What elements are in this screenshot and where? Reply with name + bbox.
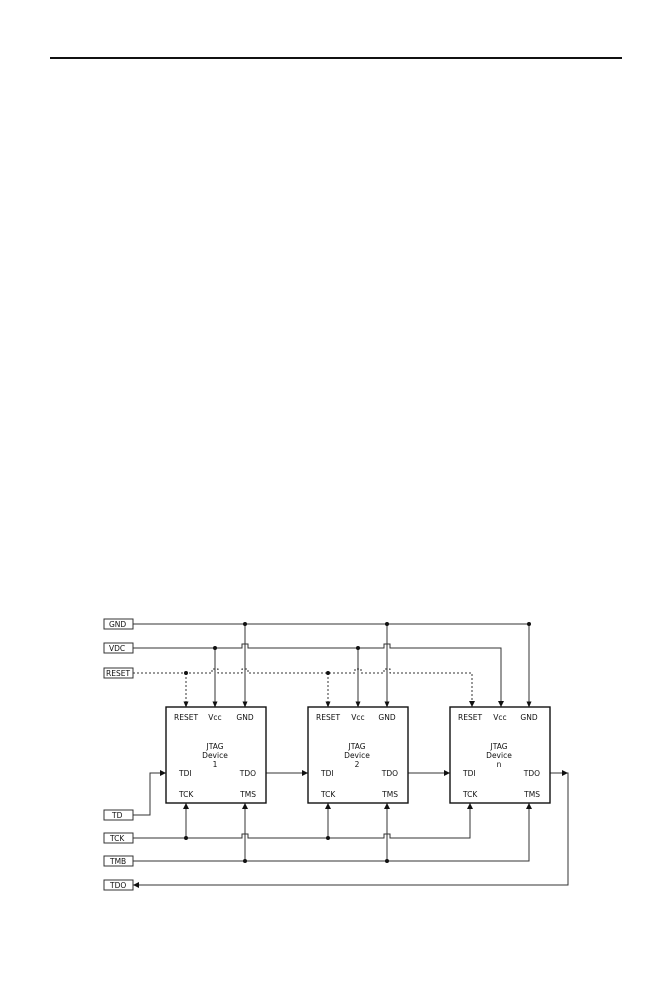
device-title-line2: Device [486,751,512,760]
svg-text:VDC: VDC [109,644,125,653]
pin-tdo: TDO [381,769,398,778]
junction-dot [326,671,330,675]
signal-tag-gnd: GND [103,618,134,630]
pin-tms: TMS [239,790,256,799]
junction-dot [527,622,531,626]
junction-dot [184,836,188,840]
svg-text:GND: GND [109,620,126,629]
junction-dot [213,646,217,650]
junction-dot [243,622,247,626]
signal-tag-vdc: VDC [103,642,134,654]
pin-tck: TCK [462,790,478,799]
pin-gnd: GND [378,713,395,722]
jtag-device-2: RESET Vcc GND JTAG Device 2 TDI TDO TCK … [307,706,409,804]
chain-wires [133,770,569,888]
device-number: 2 [355,760,360,769]
signal-tag-tck: TCK [103,832,134,844]
pin-reset: RESET [316,713,340,722]
junction-dot [184,671,188,675]
signal-tag-td: TD [103,809,134,821]
pin-tdi: TDI [462,769,476,778]
gnd-bus [133,622,532,708]
junction-dot [385,622,389,626]
reset-bus [133,668,475,708]
pin-tdi: TDI [320,769,334,778]
device-title-line1: JTAG [489,742,507,751]
svg-text:TMB: TMB [109,857,126,866]
device-title-line1: JTAG [205,742,223,751]
device-number: 1 [213,760,218,769]
pin-tms: TMS [381,790,398,799]
junction-dot [356,646,360,650]
device-title-line1: JTAG [347,742,365,751]
junction-dot [243,859,247,863]
pin-gnd: GND [520,713,537,722]
pin-reset: RESET [174,713,198,722]
pin-vcc: Vcc [493,713,506,722]
pin-tdo: TDO [239,769,256,778]
junction-dot [385,859,389,863]
svg-text:TCK: TCK [109,834,125,843]
signal-tag-tmb: TMB [103,855,134,867]
pin-tdo: TDO [523,769,540,778]
device-title-line2: Device [344,751,370,760]
tck-bus [133,803,473,840]
signal-tag-reset: RESET [103,667,134,679]
tmb-bus [133,803,532,863]
jtag-device-1: RESET Vcc GND JTAG Device 1 TDI TDO TCK … [165,706,267,804]
pin-tms: TMS [523,790,540,799]
svg-text:RESET: RESET [106,669,130,678]
pin-tdi: TDI [178,769,192,778]
pin-tck: TCK [320,790,336,799]
pin-gnd: GND [236,713,253,722]
pin-reset: RESET [458,713,482,722]
svg-text:TDO: TDO [109,881,126,890]
pin-tck: TCK [178,790,194,799]
pin-vcc: Vcc [351,713,364,722]
jtag-device-n: RESET Vcc GND JTAG Device n TDI TDO TCK … [449,706,551,804]
page-header-rule [50,57,622,59]
vdc-bus [133,643,504,708]
pin-vcc: Vcc [208,713,221,722]
svg-text:TD: TD [111,811,123,820]
device-title-line2: Device [202,751,228,760]
device-number: n [497,760,502,769]
signal-tag-tdo: TDO [103,879,134,891]
td-wire [133,770,166,816]
junction-dot [326,836,330,840]
